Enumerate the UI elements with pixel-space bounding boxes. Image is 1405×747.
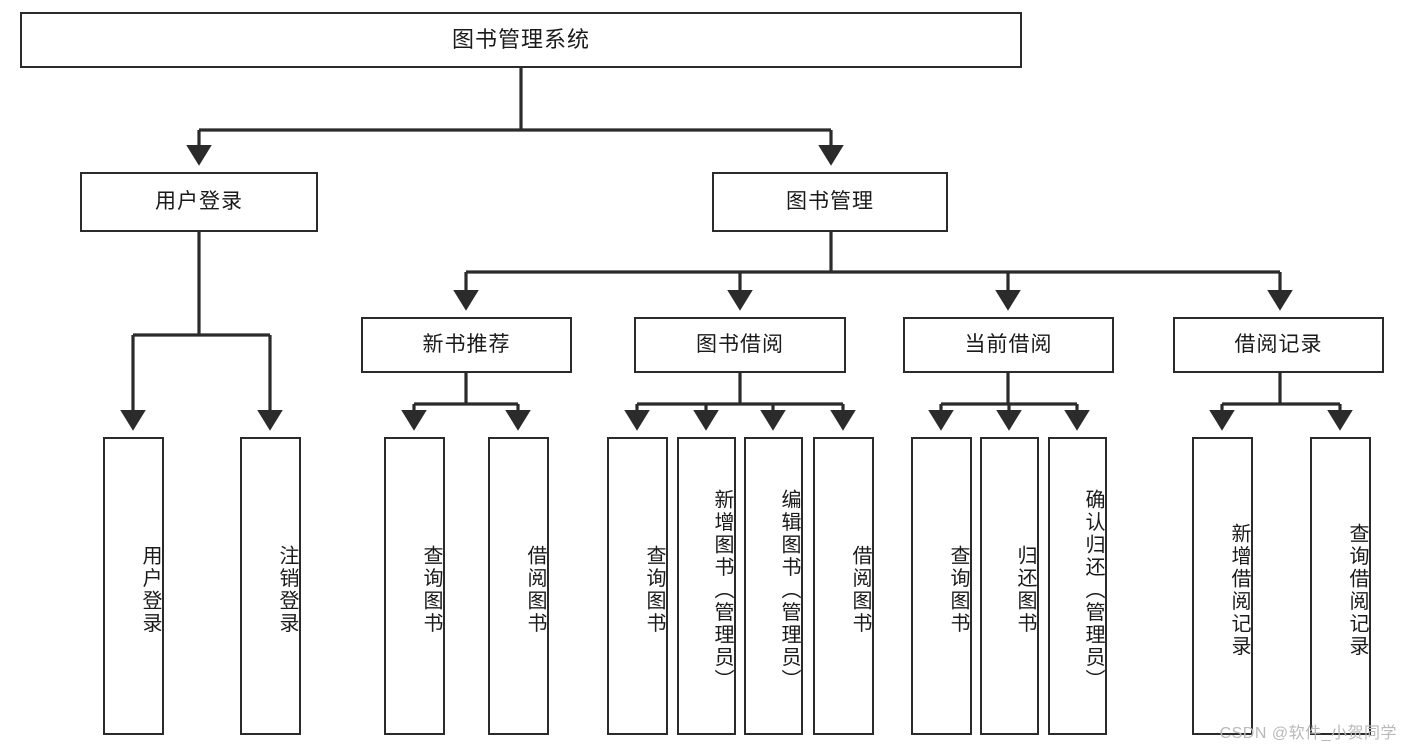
node-new-book-recommend-label: 新书推荐 — [422, 333, 511, 357]
node-current-borrow[interactable]: 当前借阅 — [903, 317, 1114, 373]
node-book-borrow[interactable]: 图书借阅 — [634, 317, 846, 373]
node-leaf-confirm-return[interactable]: 确认归还（管理员） — [1048, 437, 1107, 735]
node-current-borrow-label: 当前借阅 — [964, 333, 1053, 357]
node-root-label: 图书管理系统 — [451, 26, 590, 52]
node-leaf-return-book[interactable]: 归还图书 — [980, 437, 1039, 735]
node-leaf-query-book-2[interactable]: 查询图书 — [607, 437, 668, 735]
node-leaf-query-record-label: 查询借阅记录 — [1346, 522, 1368, 658]
node-book-management-label: 图书管理 — [786, 190, 874, 214]
node-leaf-query-book-3-label: 查询图书 — [947, 545, 969, 635]
node-leaf-borrow-book-1[interactable]: 借阅图书 — [488, 437, 549, 735]
node-leaf-query-book-1[interactable]: 查询图书 — [384, 437, 445, 735]
node-user-login[interactable]: 用户登录 — [80, 172, 318, 232]
node-leaf-add-book[interactable]: 新增图书（管理员） — [677, 437, 736, 735]
node-leaf-user-login-label: 用户登录 — [139, 545, 161, 635]
node-leaf-add-record[interactable]: 新增借阅记录 — [1192, 437, 1253, 735]
node-new-book-recommend[interactable]: 新书推荐 — [361, 317, 572, 373]
node-leaf-add-book-label: 新增图书（管理员） — [711, 488, 733, 692]
node-leaf-borrow-book-2[interactable]: 借阅图书 — [813, 437, 874, 735]
node-book-management[interactable]: 图书管理 — [712, 172, 948, 232]
node-leaf-query-book-2-label: 查询图书 — [643, 545, 665, 635]
node-root[interactable]: 图书管理系统 — [20, 12, 1022, 68]
node-leaf-logout-login[interactable]: 注销登录 — [240, 437, 301, 735]
node-leaf-return-book-label: 归还图书 — [1014, 545, 1036, 635]
node-leaf-query-book-1-label: 查询图书 — [420, 545, 442, 635]
node-leaf-edit-book-label: 编辑图书（管理员） — [778, 488, 800, 692]
node-leaf-confirm-return-label: 确认归还（管理员） — [1082, 488, 1104, 692]
node-leaf-borrow-book-2-label: 借阅图书 — [849, 545, 871, 635]
node-leaf-query-book-3[interactable]: 查询图书 — [911, 437, 972, 735]
node-leaf-logout-login-label: 注销登录 — [276, 545, 298, 635]
node-leaf-edit-book[interactable]: 编辑图书（管理员） — [744, 437, 803, 735]
node-borrow-record[interactable]: 借阅记录 — [1173, 317, 1384, 373]
node-user-login-label: 用户登录 — [155, 190, 243, 214]
node-leaf-user-login[interactable]: 用户登录 — [103, 437, 164, 735]
node-leaf-add-record-label: 新增借阅记录 — [1228, 522, 1250, 658]
node-leaf-borrow-book-1-label: 借阅图书 — [524, 545, 546, 635]
node-borrow-record-label: 借阅记录 — [1234, 333, 1323, 357]
watermark: CSDN @软件_小贺同学 — [1219, 725, 1397, 742]
node-leaf-query-record[interactable]: 查询借阅记录 — [1310, 437, 1371, 735]
node-book-borrow-label: 图书借阅 — [696, 333, 784, 357]
